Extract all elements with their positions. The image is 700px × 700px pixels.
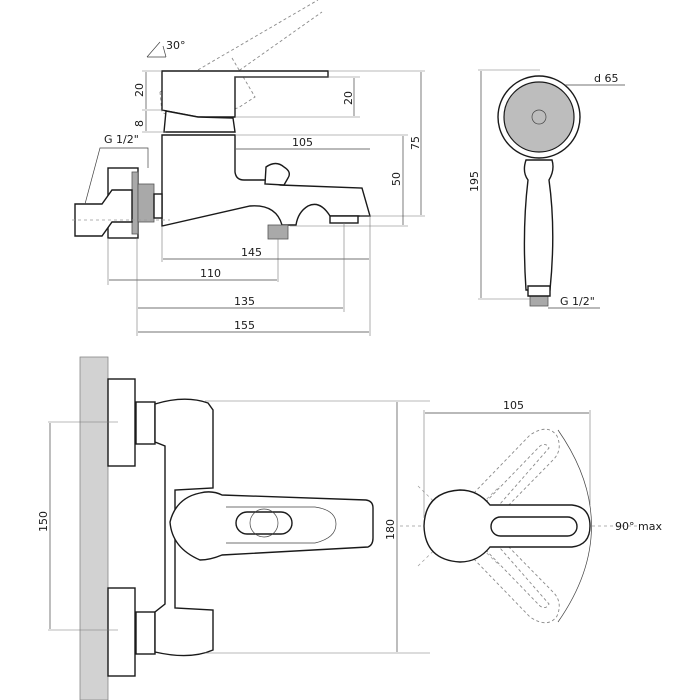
lever-height-label: 20 (133, 83, 146, 97)
lower-flange (107, 587, 136, 677)
rotation-arc (557, 429, 592, 623)
inlet-spacing-label: 150 (37, 511, 50, 532)
rotation-label: 90° max (615, 520, 662, 533)
diverter-knob (264, 162, 291, 186)
upper-flange (107, 378, 136, 467)
shower-face (503, 81, 575, 153)
spout-height-label: 50 (390, 172, 403, 186)
angle-label: 30° (166, 39, 186, 52)
hand-shower: 195 d 65 G 1/2" (468, 69, 625, 309)
upper-nut (135, 401, 156, 445)
length-155-label: 155 (234, 319, 255, 332)
length-145-label: 145 (241, 246, 262, 259)
lever-length-label: 105 (503, 399, 524, 412)
inlet-thread-label: G 1/2" (104, 133, 139, 146)
shower-thread-label: G 1/2" (560, 295, 595, 308)
front-body (154, 398, 214, 657)
cartridge-cap (163, 110, 236, 133)
lever-rotated-outlines (469, 428, 560, 624)
total-height-label: 75 (409, 136, 422, 150)
spout-aerator (329, 215, 359, 224)
head-diameter-label: d 65 (594, 72, 618, 85)
cartridge-height-label: 8 (133, 120, 146, 127)
shower-handle (523, 159, 554, 291)
wall (79, 356, 109, 700)
length-135-label: 135 (234, 295, 255, 308)
lever-top-view: 105 90° max (400, 399, 662, 624)
shower-length-label: 195 (468, 171, 481, 192)
side-view: 30° G 1/2" 20 8 20 (72, 0, 425, 336)
spout-reach-label: 105 (292, 136, 313, 149)
angle-indicator: 30° (146, 39, 186, 58)
lower-nut (135, 611, 156, 655)
shower-thread (529, 295, 549, 307)
lever-slot (235, 511, 293, 535)
body-height-label: 180 (384, 519, 397, 540)
lever-depth-label: 20 (342, 91, 355, 105)
length-110-label: 110 (200, 267, 221, 280)
hose-outlet (267, 224, 289, 240)
eccentric-connector (72, 167, 170, 239)
lever-handle (161, 70, 329, 118)
front-view: 150 180 (37, 356, 430, 700)
